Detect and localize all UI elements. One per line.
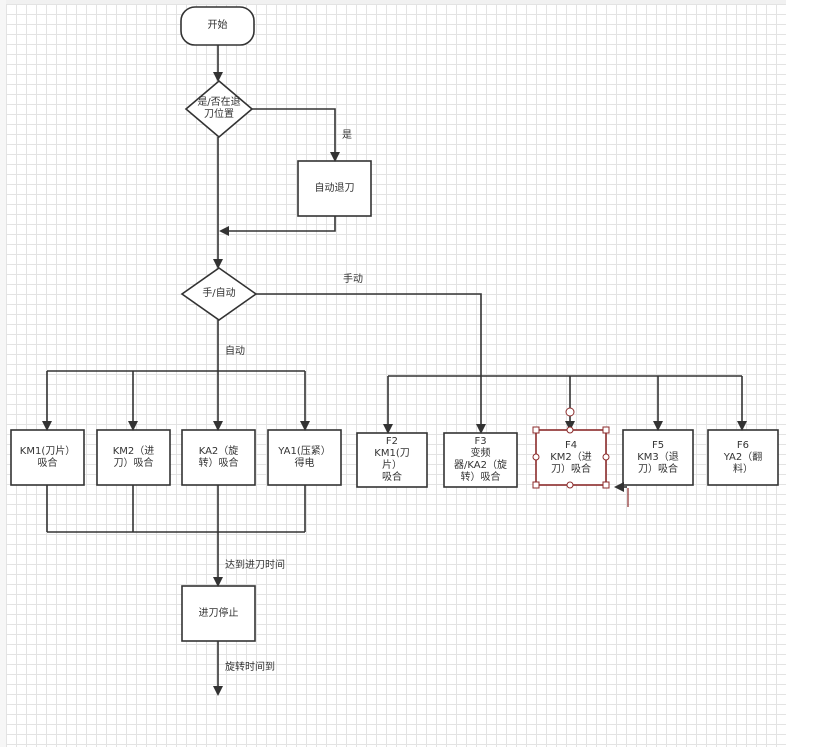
ka2-label: KA2（旋 转）吸合 [198,445,239,469]
left-border [0,0,6,747]
f6-label: F6 YA2（翻 料） [723,439,763,475]
top-border [0,0,838,4]
manual-auto-label: 手/自动 [202,288,236,299]
f3-box[interactable] [443,432,518,488]
edge-label-auto: 自动 [225,346,245,357]
km1-label: KM1(刀片） 吸合 [19,445,76,469]
f4-selection-handles[interactable] [532,407,610,489]
edge-manual-branch [256,293,486,434]
ya1-box[interactable] [267,429,342,486]
decision-retract-position[interactable] [184,79,254,139]
auto-retract-label: 自动退刀 [314,182,355,194]
f2-label: F2 KM1(刀 片） 吸合 [374,436,410,483]
decision-manual-auto[interactable] [180,267,258,321]
f2-box[interactable] [356,432,428,488]
f3-label: F3 变频 器/KA2（旋 转）吸合 [454,436,507,483]
f5-label: F5 KM3（退 刀）吸合 [637,439,679,475]
edge-auto-retract-return [219,216,336,236]
start-label: 开始 [207,20,228,31]
ya1-label: YA1(压紧） 得电 [278,445,331,469]
retract-position-question: 是/否在退 刀位置 [197,97,241,120]
feed-stop-box[interactable] [181,585,256,642]
edge-label-manual: 手动 [343,274,363,285]
right-margin [786,0,838,747]
f4-incoming-connector[interactable] [614,482,629,507]
f6-box[interactable] [707,429,779,486]
edge-label-rotate-time: 旋转时间到 [225,662,275,673]
km2-label: KM2（进 刀）吸合 [112,445,155,469]
edge-yes-to-auto-retract [252,108,340,162]
edge-label-yes: 是 [342,130,352,141]
rotate-handle [565,407,575,417]
auto-retract-box[interactable] [297,160,372,217]
feed-stop-label: 进刀停止 [198,607,239,619]
edge-label-feed-time: 达到进刀时间 [225,560,285,571]
f5-box[interactable] [622,429,694,486]
grid-background [6,4,786,747]
f4-label: F4 KM2（进 刀）吸合 [550,439,592,475]
